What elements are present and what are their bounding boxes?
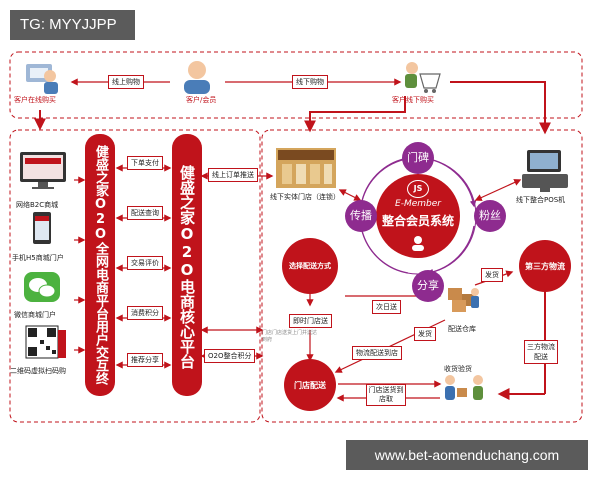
store-delivery-circle bbox=[284, 359, 336, 411]
watermark-tag: TG: MYYJJPP bbox=[10, 10, 135, 40]
store-delivery-box: 物流配送到店 bbox=[352, 346, 402, 360]
online-order-push-box: 线上订单推送 bbox=[208, 168, 258, 182]
h5-mobile-icon bbox=[33, 212, 51, 244]
customer-icon bbox=[184, 61, 210, 94]
wechat-icon bbox=[24, 272, 60, 302]
platform-core-title: 健盛之家O2O电商核心平台 bbox=[178, 165, 196, 369]
store-label: 线下实体门店（连锁） bbox=[270, 193, 340, 201]
offline-purchase-box: 线下购物 bbox=[292, 75, 328, 89]
instant-store-box: 即时门店送 bbox=[289, 314, 332, 328]
next-day-box: 次日送 bbox=[372, 300, 401, 314]
customer-label: 客户/会员 bbox=[186, 96, 217, 104]
warehouse-label: 配送仓库 bbox=[448, 325, 476, 333]
ship-box-1: 发货 bbox=[481, 268, 503, 282]
member-node-right-label: 粉丝 bbox=[479, 209, 501, 222]
platform-left-title: 健盛之家O2O全网电商平台用户交互终端 bbox=[69, 145, 108, 385]
receive-goods-icon bbox=[445, 375, 483, 400]
left-region bbox=[9, 129, 261, 423]
member-logo: JS bbox=[380, 180, 456, 198]
o2o-points-box: O2O整合积分 bbox=[204, 349, 256, 363]
link-box-review: 交易评价 bbox=[127, 256, 163, 270]
channel-qr-label: 二维码虚拟扫码购 bbox=[10, 367, 66, 375]
channel-wechat-label: 微信商城门户 bbox=[14, 311, 56, 319]
pos-machine-icon bbox=[522, 150, 568, 192]
choose-delivery-circle bbox=[282, 238, 338, 294]
channel-arrows bbox=[74, 176, 86, 354]
member-node-bottom bbox=[412, 270, 444, 302]
cart-shopper-icon bbox=[405, 62, 441, 93]
platform-left-bar bbox=[85, 134, 115, 396]
member-title-cn: 整合会员系统 bbox=[381, 214, 454, 228]
receive-label: 收货验货 bbox=[444, 365, 472, 373]
qr-code-icon bbox=[25, 325, 66, 359]
b2c-monitor-icon bbox=[20, 152, 66, 189]
member-node-right bbox=[474, 200, 506, 232]
online-purchase-box: 线上购物 bbox=[108, 75, 144, 89]
member-node-bottom-label: 分享 bbox=[417, 279, 439, 292]
channel-b2c-label: 网络B2C商城 bbox=[16, 201, 59, 209]
store-delivery-label: 门店配送 bbox=[294, 381, 326, 390]
link-box-points: 消费积分 bbox=[127, 306, 163, 320]
choose-delivery-label: 选择配送方式 bbox=[289, 262, 331, 270]
link-box-query: 配送查询 bbox=[127, 206, 163, 220]
platform-core-bar bbox=[172, 134, 202, 396]
third-party-delivery-box: 三方物流配送 bbox=[524, 340, 558, 364]
member-title-en: E-Member bbox=[395, 199, 441, 209]
store-dispatch-box: 门店送货到店取 bbox=[366, 384, 406, 406]
offline-buyer-label: 客户线下购买 bbox=[392, 96, 434, 104]
member-node-left bbox=[345, 200, 377, 232]
member-node-left-label: 传播 bbox=[350, 209, 372, 222]
arrow-offline-to-store bbox=[304, 96, 406, 133]
store-note: 门店门店送货上门并送达到府 bbox=[262, 330, 318, 343]
member-person-icon bbox=[412, 236, 424, 251]
warehouse-icon bbox=[448, 288, 479, 312]
member-node-top-label: 门碑 bbox=[407, 151, 429, 164]
right-region bbox=[261, 129, 583, 423]
online-shopper-icon bbox=[26, 64, 58, 94]
link-box-pay: 下单支付 bbox=[127, 156, 163, 170]
online-buyer-label: 客户在线购买 bbox=[14, 96, 56, 104]
third-party-circle bbox=[519, 240, 571, 292]
link-box-share: 推荐分享 bbox=[127, 353, 163, 367]
store-photo-icon bbox=[276, 148, 336, 188]
ship-box-2: 发货 bbox=[414, 327, 436, 341]
member-node-top bbox=[402, 142, 434, 174]
member-center bbox=[376, 174, 460, 258]
channel-h5-label: 手机H5商城门户 bbox=[12, 254, 64, 262]
third-party-label: 第三方物流 bbox=[525, 262, 565, 271]
watermark-url: www.bet-aomenduchang.com bbox=[346, 440, 588, 470]
arrow-offline-to-pos bbox=[450, 81, 551, 135]
pos-label: 线下整合POS机 bbox=[516, 196, 566, 204]
